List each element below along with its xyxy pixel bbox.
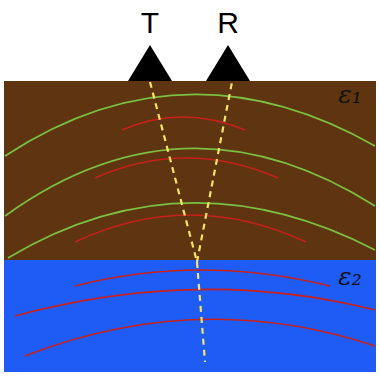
refracted-wavefronts — [15, 270, 375, 356]
water-layer — [4, 260, 376, 372]
permittivity-label: ε₁ — [338, 82, 361, 107]
refracted-ray — [197, 262, 205, 362]
wavefront — [75, 270, 330, 286]
antenna-label: T — [141, 8, 159, 38]
wavefront — [95, 158, 278, 178]
wavefront — [5, 94, 375, 156]
transmitter-antenna — [128, 45, 172, 81]
wavefront — [8, 203, 375, 258]
ray-paths — [150, 82, 232, 362]
wavefront — [122, 117, 245, 130]
reflected-ray — [197, 82, 232, 262]
incident-ray — [150, 82, 197, 262]
wavefront — [25, 319, 375, 356]
receiver-antenna — [206, 45, 250, 81]
antenna-label: R — [217, 8, 239, 38]
wavefront — [15, 289, 375, 316]
permittivity-label: ε₂ — [338, 264, 361, 289]
reflected-wavefronts — [75, 117, 306, 242]
wavefront — [75, 215, 306, 242]
wavefront — [5, 148, 375, 216]
